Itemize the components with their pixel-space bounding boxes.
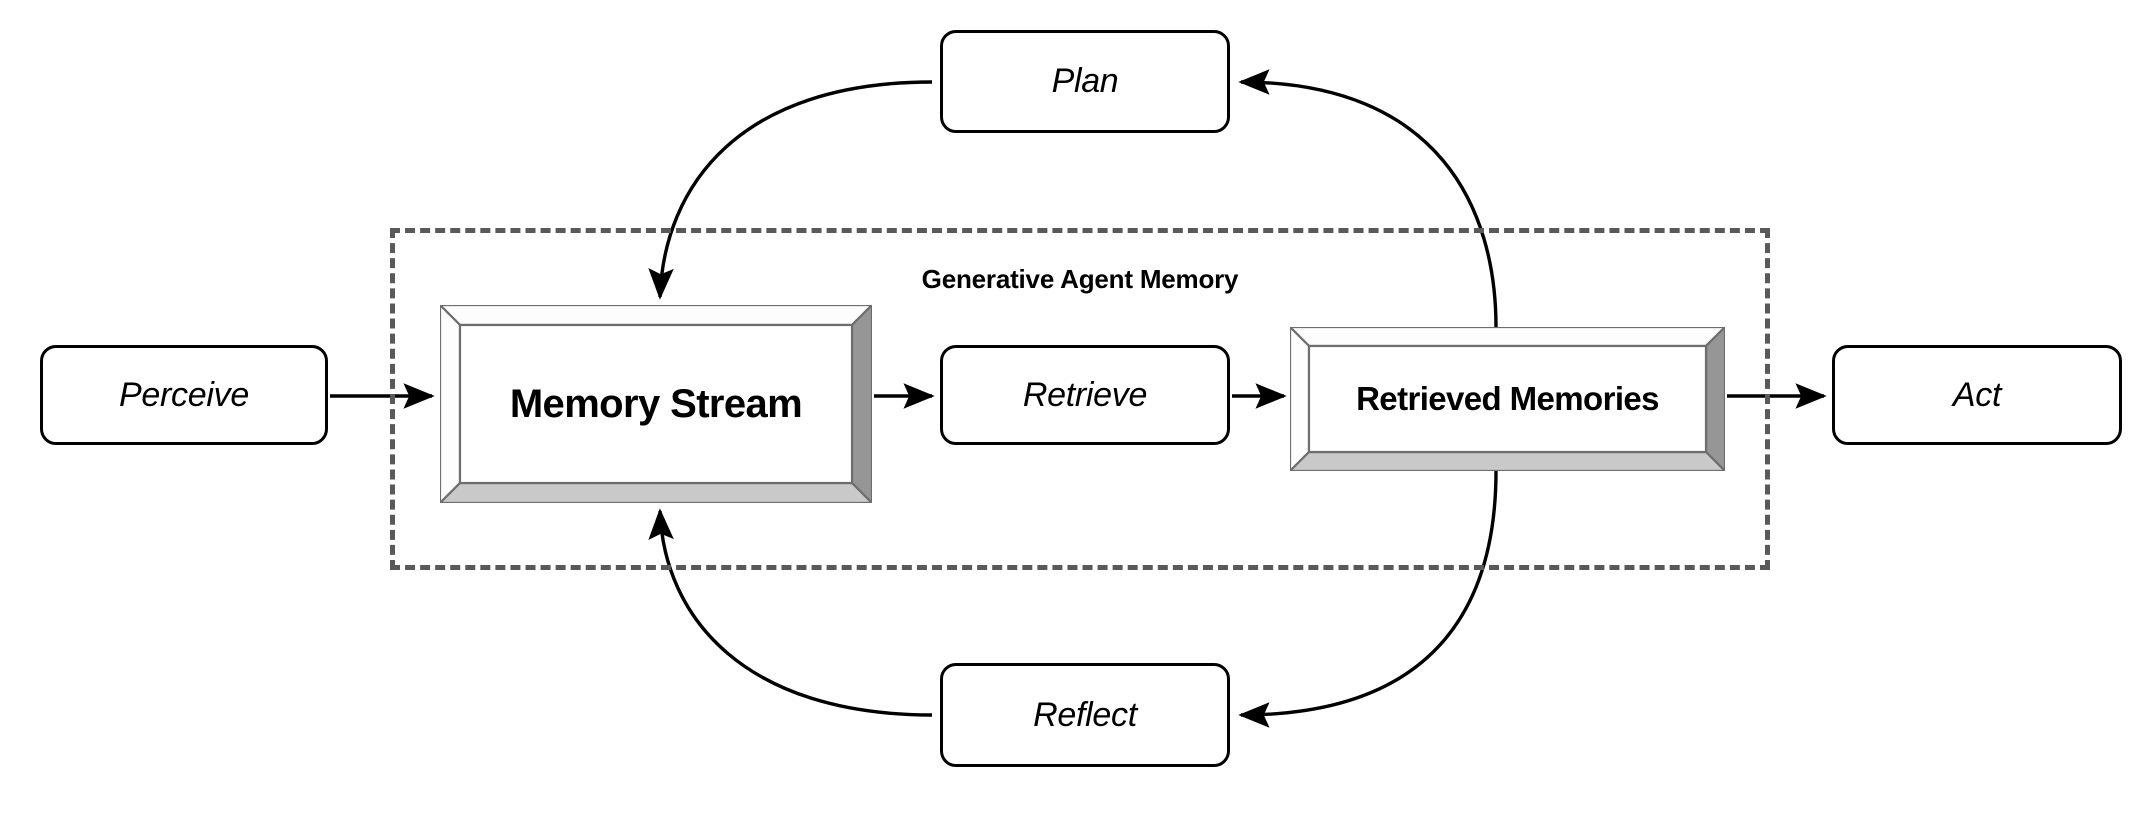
node-act-label: Act [1952, 375, 2002, 414]
retrieved-memories-bevel-frame [1290, 327, 1725, 471]
generative-agent-memory-group [390, 228, 1770, 570]
node-perceive-label: Perceive [119, 375, 249, 414]
node-retrieved-memories[interactable]: Retrieved Memories [1290, 327, 1725, 471]
node-plan-label: Plan [1051, 62, 1119, 100]
node-perceive[interactable]: Perceive [40, 345, 328, 445]
node-plan[interactable]: Plan [940, 30, 1230, 133]
memory-stream-bevel-frame [440, 305, 872, 503]
node-reflect-label: Reflect [1033, 695, 1137, 734]
node-reflect[interactable]: Reflect [940, 663, 1230, 767]
node-retrieve[interactable]: Retrieve [940, 345, 1230, 445]
node-act[interactable]: Act [1832, 345, 2122, 445]
node-retrieve-label: Retrieve [1022, 375, 1148, 414]
group-label: Generative Agent Memory [921, 264, 1239, 294]
node-memory-stream[interactable]: Memory Stream [440, 305, 872, 503]
node-memory-stream-label: Memory Stream [509, 381, 803, 426]
node-retrieved-memories-label: Retrieved Memories [1356, 380, 1659, 417]
